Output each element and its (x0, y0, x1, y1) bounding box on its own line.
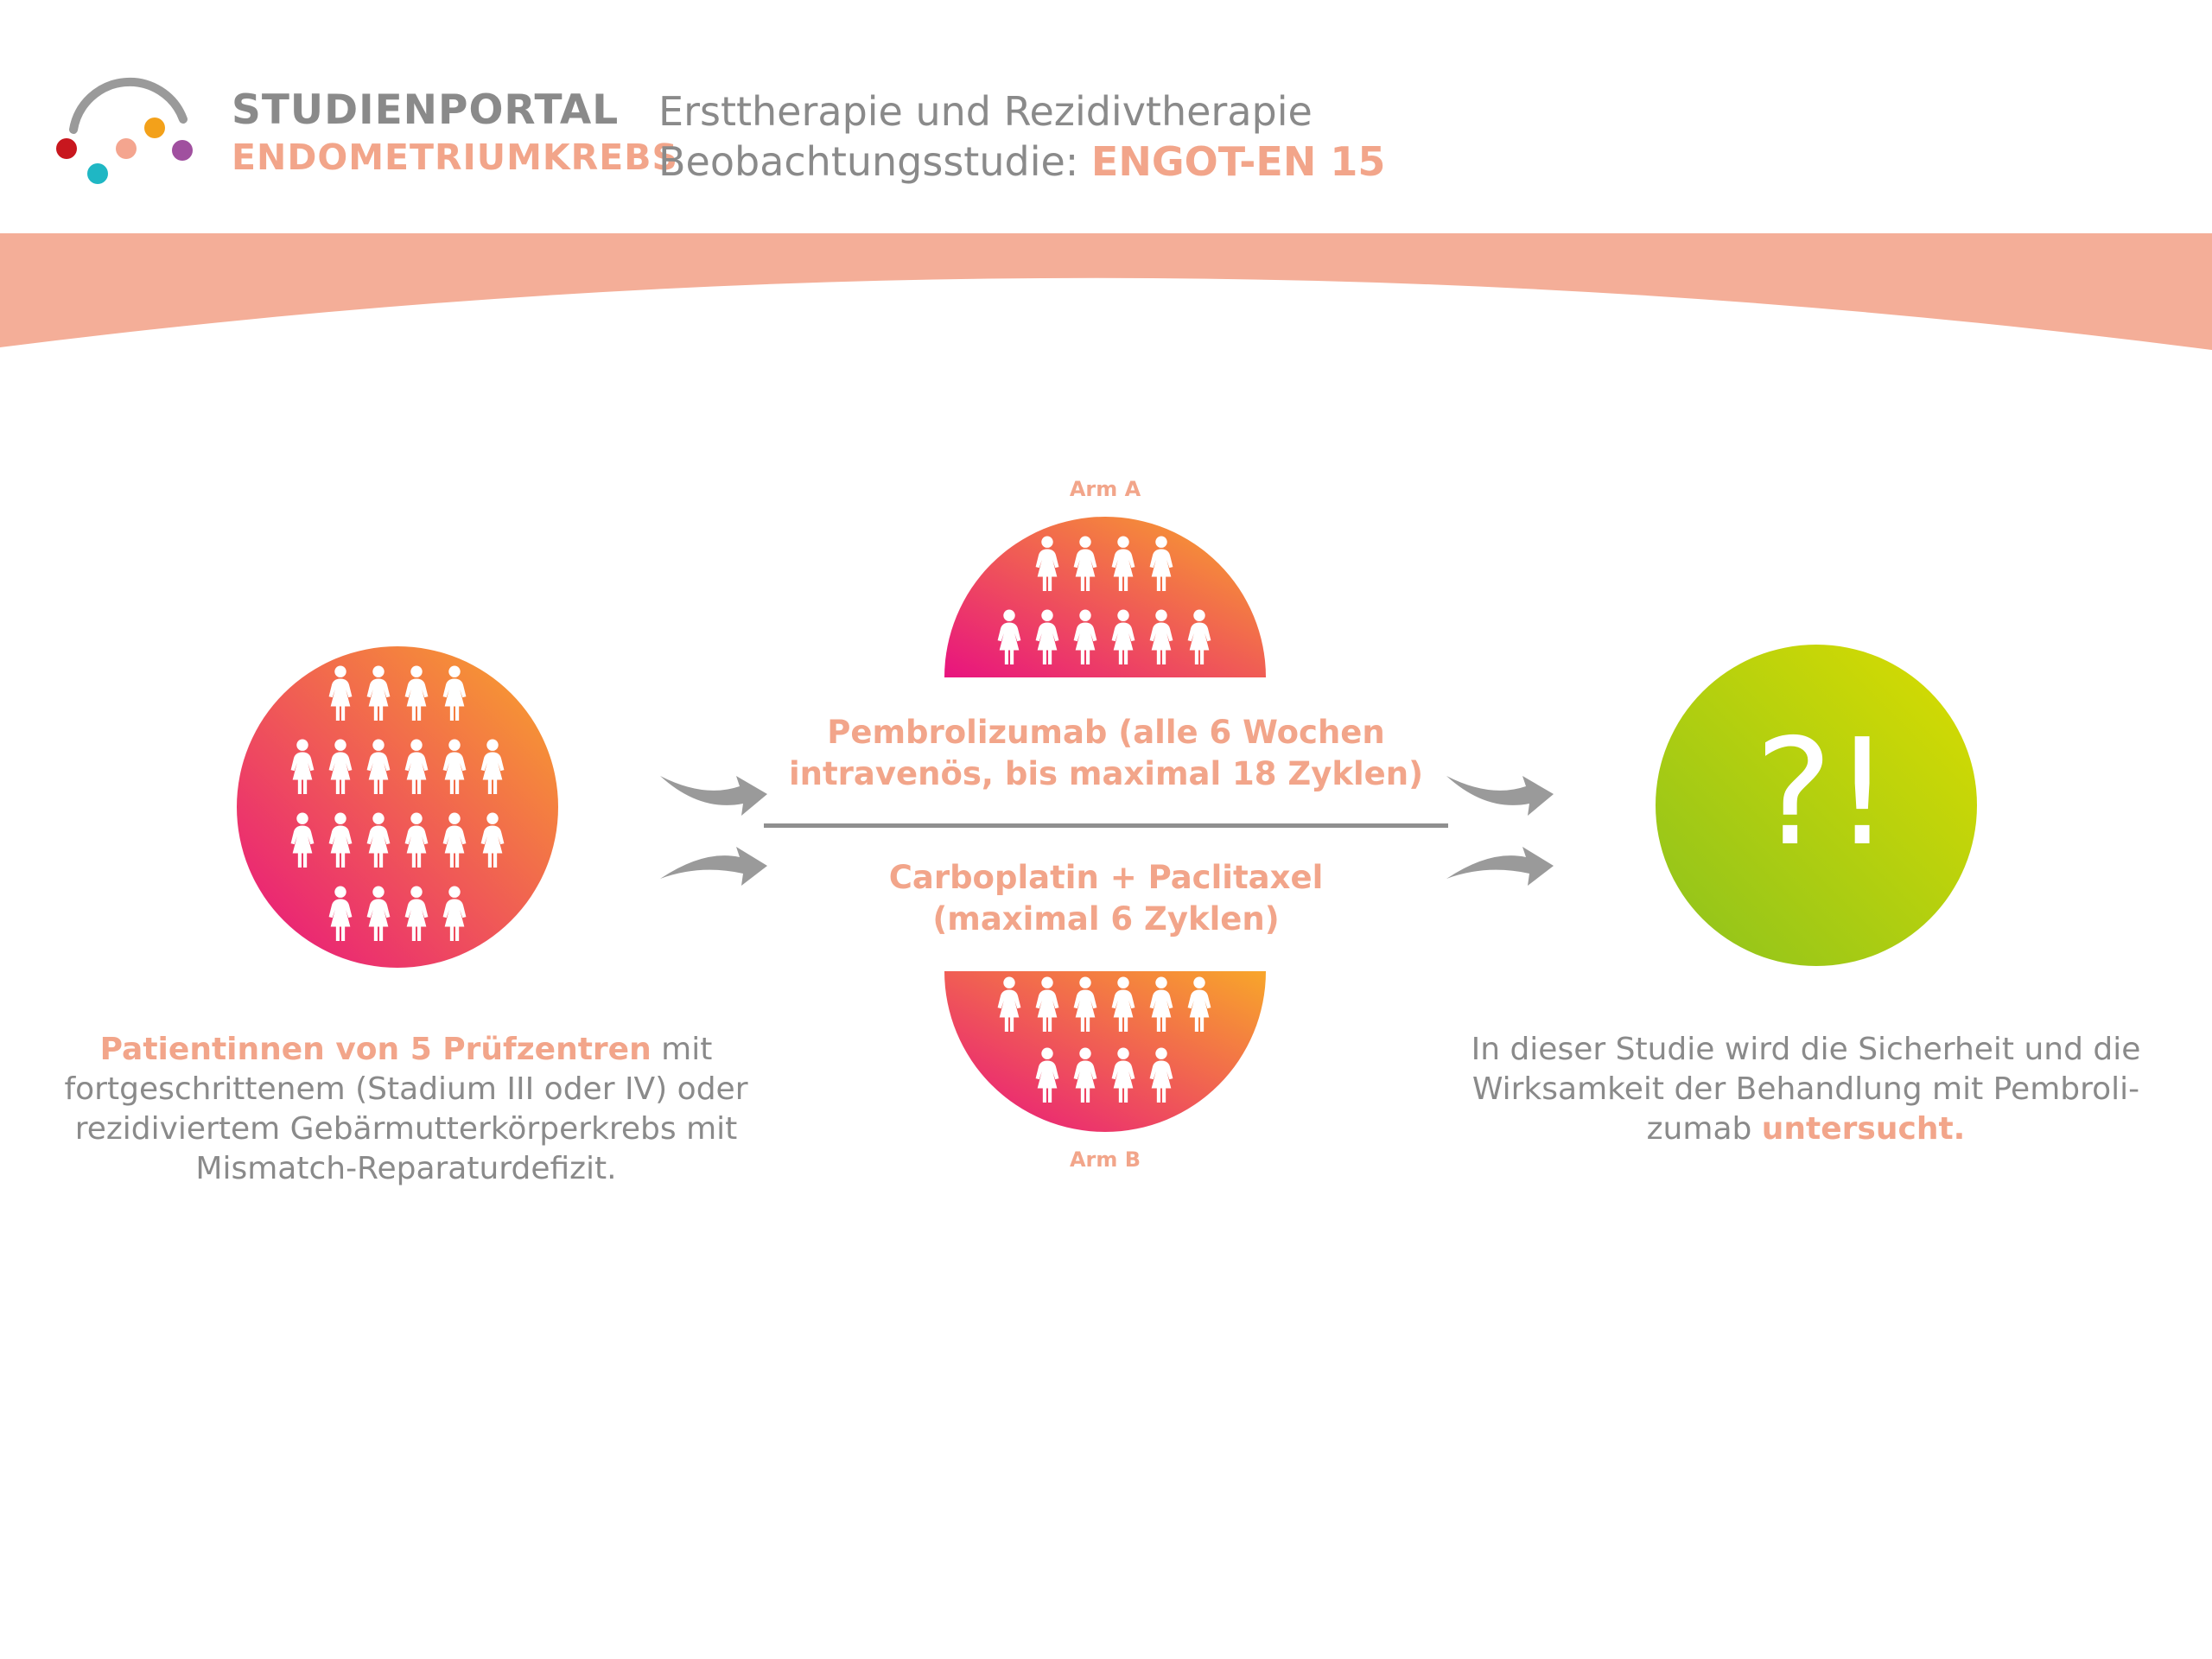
study-subtitle: Beobachtungsstudie: ENGOT-EN 15 (658, 138, 1385, 185)
arm-a-treatment-line2: intravenös, bis maximal 18 Zyklen) (788, 755, 1424, 792)
curved-arrow-icon (660, 776, 767, 886)
patients-highlight: Patientinnen von 5 Prüfzentren (99, 1032, 652, 1067)
arm-b-treatment: Carboplatin + Paclitaxel (maximal 6 Zykl… (717, 857, 1495, 940)
result-description: In dieser Studie wird die Sicherheit und… (1417, 1030, 2195, 1149)
header-band (0, 233, 2212, 350)
curved-arrow-icon (1446, 776, 1554, 886)
arm-a-treatment: Pembrolizumab (alle 6 Wochen intravenös,… (717, 712, 1495, 795)
study-code: ENGOT-EN 15 (1090, 138, 1386, 185)
brand-name: STUDIENPORTAL (232, 86, 620, 134)
result-circle (1656, 645, 1977, 966)
result-line3: zumab untersucht. (1417, 1109, 2195, 1149)
patients-line2: fortgeschrittenem (Stadium III oder IV) … (64, 1071, 748, 1107)
patients-line1: Patientinnen von 5 Prüfzentren mit (17, 1030, 795, 1070)
arm-b-label: Arm B (1069, 1147, 1141, 1172)
randomization-divider (764, 823, 1448, 828)
arm-a-label: Arm A (1069, 477, 1141, 501)
result-line3-highlight: untersucht. (1761, 1111, 1966, 1147)
population-circle (237, 646, 558, 968)
patients-line3: rezidiviertem Gebärmutterkörperkrebs mit (74, 1111, 738, 1147)
result-line3-prefix: zumab (1646, 1111, 1762, 1147)
result-line1: In dieser Studie wird die Sicherheit und… (1471, 1032, 2141, 1067)
study-subtitle-prefix: Beobachtungsstudie: (658, 138, 1091, 185)
brand-subtitle: ENDOMETRIUMKREBS (232, 137, 679, 178)
arm-b-treatment-line1: Carboplatin + Paclitaxel (888, 859, 1324, 896)
patients-line4: Mismatch-Reparaturdefizit. (195, 1151, 617, 1186)
patients-description: Patientinnen von 5 Prüfzentren mit fortg… (17, 1030, 795, 1189)
arm-a-semicircle (944, 517, 1266, 677)
study-diagram (237, 517, 1977, 1132)
arm-b-treatment-line2: (maximal 6 Zyklen) (932, 900, 1280, 938)
study-title: Ersttherapie und Rezidivtherapie (658, 88, 1313, 135)
logo-icon (56, 77, 193, 184)
patients-line1-rest: mit (651, 1032, 713, 1067)
result-line2: Wirksamkeit der Behandlung mit Pembroli- (1471, 1071, 2140, 1107)
arm-b-semicircle (944, 971, 1266, 1132)
arm-a-treatment-line1: Pembrolizumab (alle 6 Wochen (827, 714, 1385, 751)
result-symbol: ?! (1754, 708, 1892, 879)
